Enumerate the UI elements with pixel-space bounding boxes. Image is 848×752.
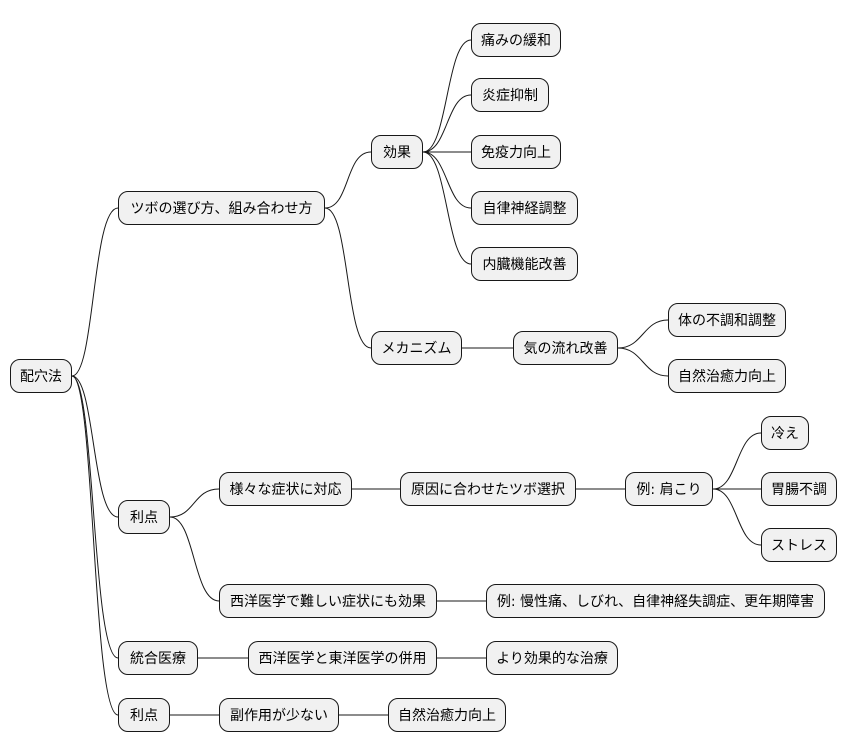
node-mechanism: メカニズム: [371, 331, 462, 365]
node-integrative-result: より効果的な治療: [486, 641, 618, 675]
node-effect: 効果: [371, 135, 423, 169]
connector: [324, 207, 372, 349]
node-mechanism-healing: 自然治癒力向上: [668, 359, 786, 393]
node-mechanism-balance: 体の不調和調整: [668, 303, 786, 337]
node-benefit-cold: 冷え: [761, 416, 809, 450]
connector: [422, 151, 472, 209]
connector: [422, 39, 472, 153]
connector: [169, 488, 220, 518]
connector: [617, 347, 669, 377]
node-effect-autonomic: 自律神経調整: [471, 191, 578, 225]
connector: [324, 151, 372, 209]
node-benefit-stomach: 胃腸不調: [761, 472, 837, 506]
node-integrative-combination: 西洋医学と東洋医学の併用: [248, 641, 437, 675]
node-mechanism-qi: 気の流れ改善: [513, 331, 618, 365]
node-root: 配穴法: [10, 359, 72, 393]
node-benefit-1: 利点: [118, 500, 170, 534]
node-benefit-various: 様々な症状に対応: [219, 472, 352, 506]
connector: [71, 207, 119, 377]
node-effect-organ: 内臓機能改善: [471, 247, 578, 281]
node-effect-inflammation: 炎症抑制: [471, 78, 549, 112]
connector: [71, 375, 119, 518]
node-tsubo-selection: ツボの選び方、組み合わせ方: [118, 191, 325, 225]
node-integrative-medicine: 統合医療: [118, 641, 198, 675]
node-benefit-stress: ストレス: [761, 528, 837, 562]
connector: [71, 375, 119, 659]
connector: [712, 432, 762, 490]
connector: [422, 94, 472, 153]
node-benefit-2: 利点: [118, 698, 170, 732]
node-benefit-western-hard: 西洋医学で難しい症状にも効果: [219, 584, 437, 618]
node-side-healing: 自然治癒力向上: [388, 698, 506, 732]
node-benefit-cause: 原因に合わせたツボ選択: [400, 472, 576, 506]
node-side-effects: 副作用が少ない: [219, 698, 339, 732]
node-benefit-example-shoulder: 例: 肩こり: [625, 472, 713, 506]
node-benefit-example-chronic: 例: 慢性痛、しびれ、自律神経失調症、更年期障害: [486, 584, 825, 618]
node-effect-pain: 痛みの緩和: [471, 23, 561, 57]
connector: [71, 375, 119, 716]
connector: [169, 516, 220, 602]
connector: [422, 151, 472, 265]
connector: [617, 319, 669, 349]
node-effect-immunity: 免疫力向上: [471, 135, 561, 169]
connector: [712, 488, 762, 546]
